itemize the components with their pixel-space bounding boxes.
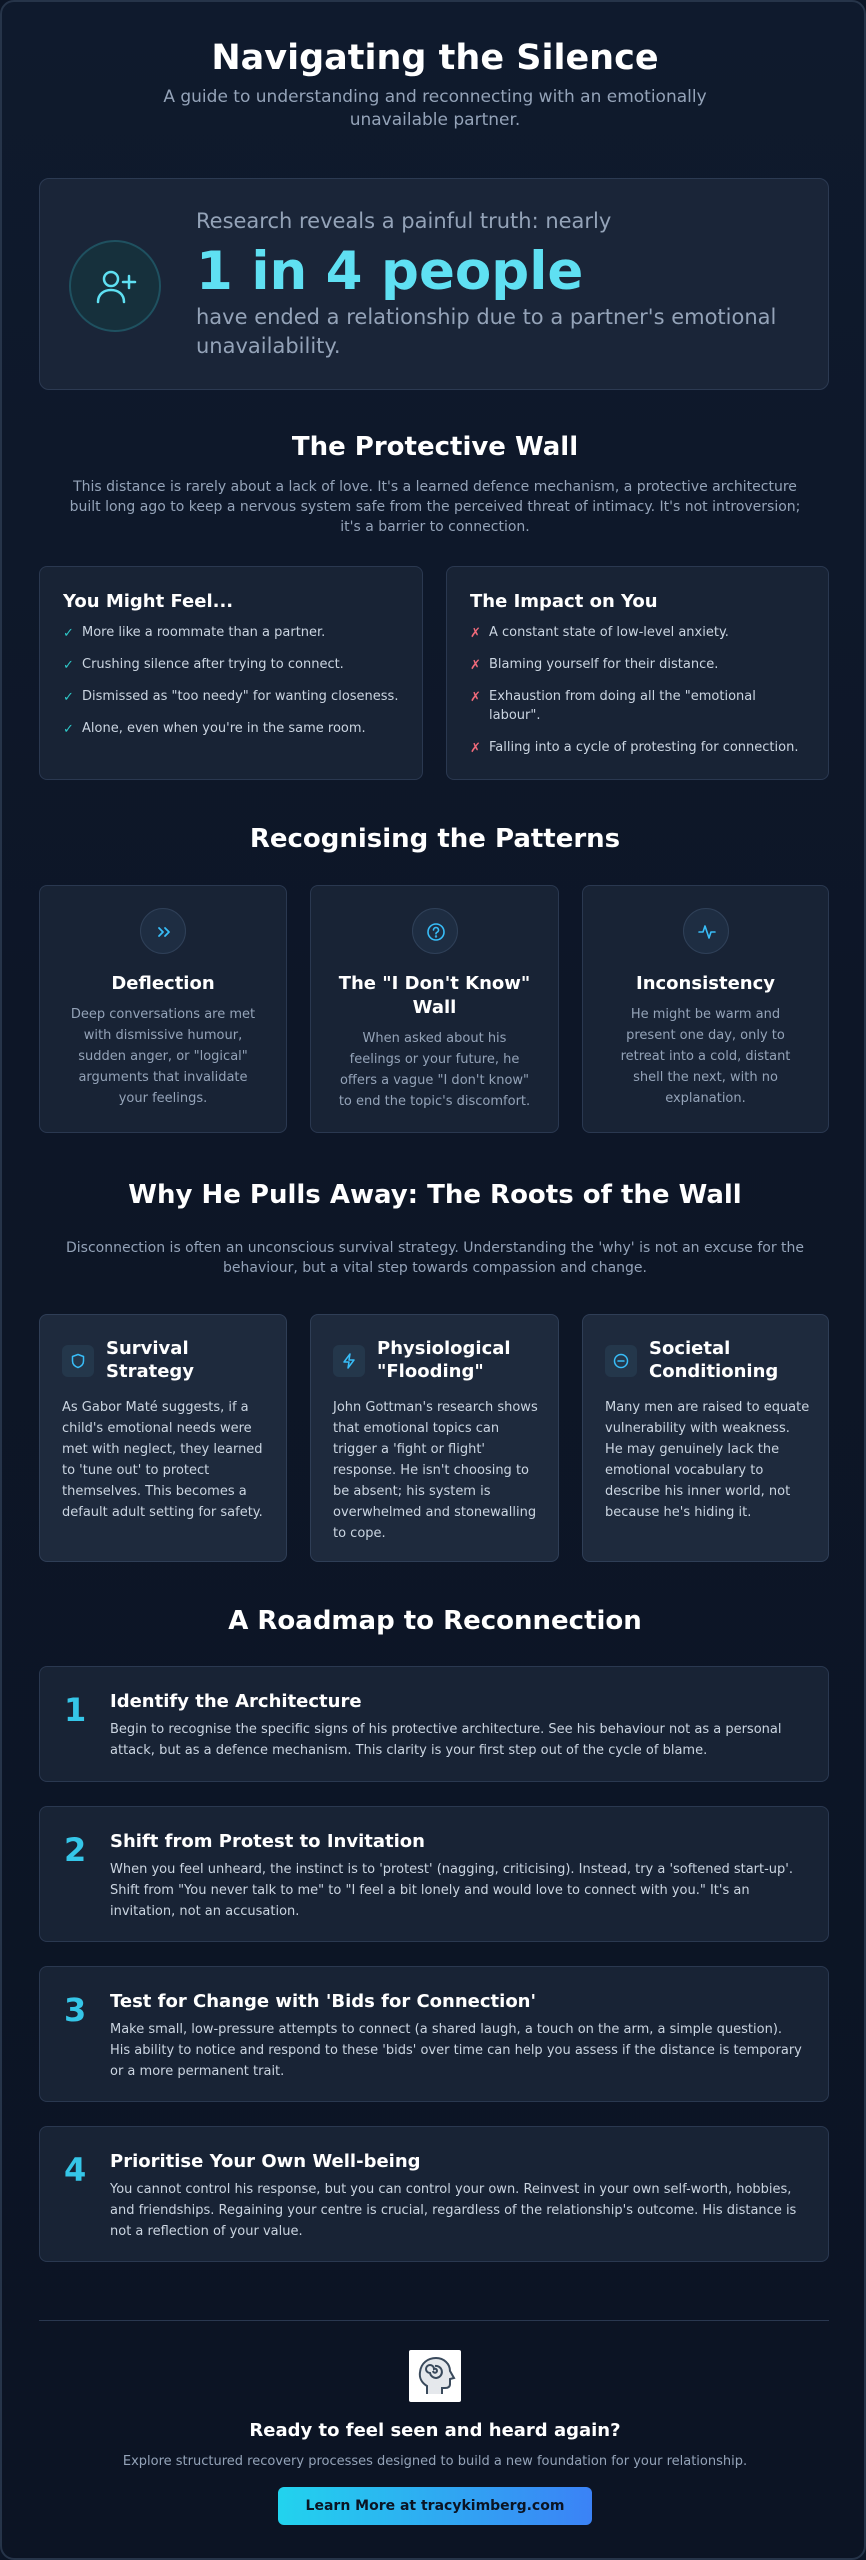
list-item: ✓More like a roommate than a partner.: [63, 625, 326, 641]
cross-icon: ✗: [470, 658, 481, 673]
lightning-icon: [343, 1353, 355, 1369]
section-title-protective-wall: The Protective Wall: [291, 432, 579, 462]
impact-card: The Impact on You ✗A constant state of l…: [446, 566, 829, 780]
check-icon: ✓: [63, 722, 74, 737]
roadmap-step-2: 2 Shift from Protest to Invitation When …: [39, 1806, 829, 1942]
section-title-roadmap: A Roadmap to Reconnection: [228, 1606, 642, 1636]
cross-icon: ✗: [470, 690, 481, 705]
cta-title: Ready to feel seen and heard again?: [249, 2420, 621, 2441]
step-title: Prioritise Your Own Well-being: [110, 2151, 421, 2172]
impact-list: ✗A constant state of low-level anxiety. …: [470, 623, 808, 770]
shield-icon: [71, 1353, 85, 1369]
feel-card: You Might Feel... ✓More like a roommate …: [39, 566, 423, 780]
list-item: ✗A constant state of low-level anxiety.: [470, 625, 729, 641]
root-title: Societal Conditioning: [649, 1338, 779, 1382]
step-text: Begin to recognise the specific signs of…: [110, 1722, 782, 1758]
pattern-title: The "I Don't Know" Wall: [338, 973, 531, 1018]
step-text: Make small, low-pressure attempts to con…: [110, 2022, 802, 2079]
add-user-icon: [96, 270, 137, 304]
list-item: ✓Crushing silence after trying to connec…: [63, 657, 344, 673]
root-card-flooding: Physiological "Flooding" John Gottman's …: [310, 1314, 559, 1562]
roadmap-step-1: 1 Identify the Architecture Begin to rec…: [39, 1666, 829, 1782]
list-item: ✓Alone, even when you're in the same roo…: [63, 721, 366, 737]
page-subtitle: A guide to understanding and reconnectin…: [163, 87, 707, 130]
stat-highlight: 1 in 4 people: [196, 241, 584, 302]
step-title: Shift from Protest to Invitation: [110, 1831, 425, 1852]
step-number: 1: [64, 1691, 87, 1729]
feel-card-title: You Might Feel...: [63, 591, 234, 612]
feel-list: ✓More like a roommate than a partner. ✓C…: [63, 623, 402, 751]
check-icon: ✓: [63, 690, 74, 705]
pattern-title: Inconsistency: [636, 973, 775, 994]
check-icon: ✓: [63, 626, 74, 641]
step-text: You cannot control his response, but you…: [110, 2182, 797, 2239]
list-item: ✗Blaming yourself for their distance.: [470, 657, 719, 673]
section-desc-roots: Disconnection is often an unconscious su…: [66, 1240, 805, 1276]
root-text: As Gabor Maté suggests, if a child's emo…: [62, 1400, 263, 1520]
learn-more-button[interactable]: Learn More at tracykimberg.com: [278, 2487, 592, 2525]
list-item: ✗Falling into a cycle of protesting for …: [470, 740, 799, 756]
pattern-text: Deep conversations are met with dismissi…: [70, 1007, 256, 1106]
root-card-survival: Survival Strategy As Gabor Maté suggests…: [39, 1314, 287, 1562]
section-desc-protective-wall: This distance is rarely about a lack of …: [69, 479, 801, 535]
section-title-roots: Why He Pulls Away: The Roots of the Wall: [128, 1180, 742, 1210]
stat-intro-text: Research reveals a painful truth: nearly: [196, 209, 612, 233]
stat-card: Research reveals a painful truth: nearly…: [39, 178, 829, 390]
stat-icon-circle: [69, 240, 161, 332]
root-title: Physiological "Flooding": [377, 1338, 511, 1382]
section-title-patterns: Recognising the Patterns: [249, 824, 621, 854]
root-text: John Gottman's research shows that emoti…: [333, 1400, 538, 1541]
footer-divider: [39, 2320, 829, 2321]
page-title: Navigating the Silence: [211, 38, 659, 78]
root-title: Survival Strategy: [106, 1338, 195, 1382]
head-spiral-icon: [418, 2356, 456, 2394]
question-circle-icon: [426, 923, 445, 941]
list-item: ✓Dismissed as "too needy" for wanting cl…: [63, 689, 399, 705]
step-title: Identify the Architecture: [110, 1691, 362, 1712]
cta-subtitle: Explore structured recovery processes de…: [122, 2454, 748, 2469]
brand-logo: [409, 2350, 461, 2402]
roadmap-step-3: 3 Test for Change with 'Bids for Connect…: [39, 1966, 829, 2102]
step-number: 2: [64, 1831, 87, 1869]
pattern-card-inconsistency: Inconsistency He might be warm and prese…: [582, 885, 829, 1133]
pattern-card-deflection: Deflection Deep conversations are met wi…: [39, 885, 287, 1133]
minus-circle-icon: [613, 1353, 629, 1369]
root-text: Many men are raised to equate vulnerabil…: [605, 1400, 810, 1520]
impact-card-title: The Impact on You: [470, 591, 658, 612]
pattern-title: Deflection: [111, 973, 215, 994]
activity-icon: [697, 925, 716, 939]
cross-icon: ✗: [470, 741, 481, 756]
step-number: 3: [64, 1991, 87, 2029]
cross-icon: ✗: [470, 626, 481, 641]
root-card-societal: Societal Conditioning Many men are raise…: [582, 1314, 829, 1562]
roadmap-step-4: 4 Prioritise Your Own Well-being You can…: [39, 2126, 829, 2262]
stat-outro-text: have ended a relationship due to a partn…: [196, 305, 777, 358]
pattern-text: When asked about his feelings or your fu…: [338, 1031, 531, 1109]
step-title: Test for Change with 'Bids for Connectio…: [110, 1991, 537, 2012]
pattern-text: He might be warm and present one day, on…: [620, 1007, 791, 1106]
chevrons-right-icon: [158, 927, 170, 937]
step-text: When you feel unheard, the instinct is t…: [110, 1862, 793, 1919]
step-number: 4: [64, 2151, 87, 2189]
pattern-card-i-dont-know: The "I Don't Know" Wall When asked about…: [310, 885, 559, 1133]
check-icon: ✓: [63, 658, 74, 673]
list-item: ✗Exhaustion from doing all the "emotiona…: [470, 689, 756, 723]
